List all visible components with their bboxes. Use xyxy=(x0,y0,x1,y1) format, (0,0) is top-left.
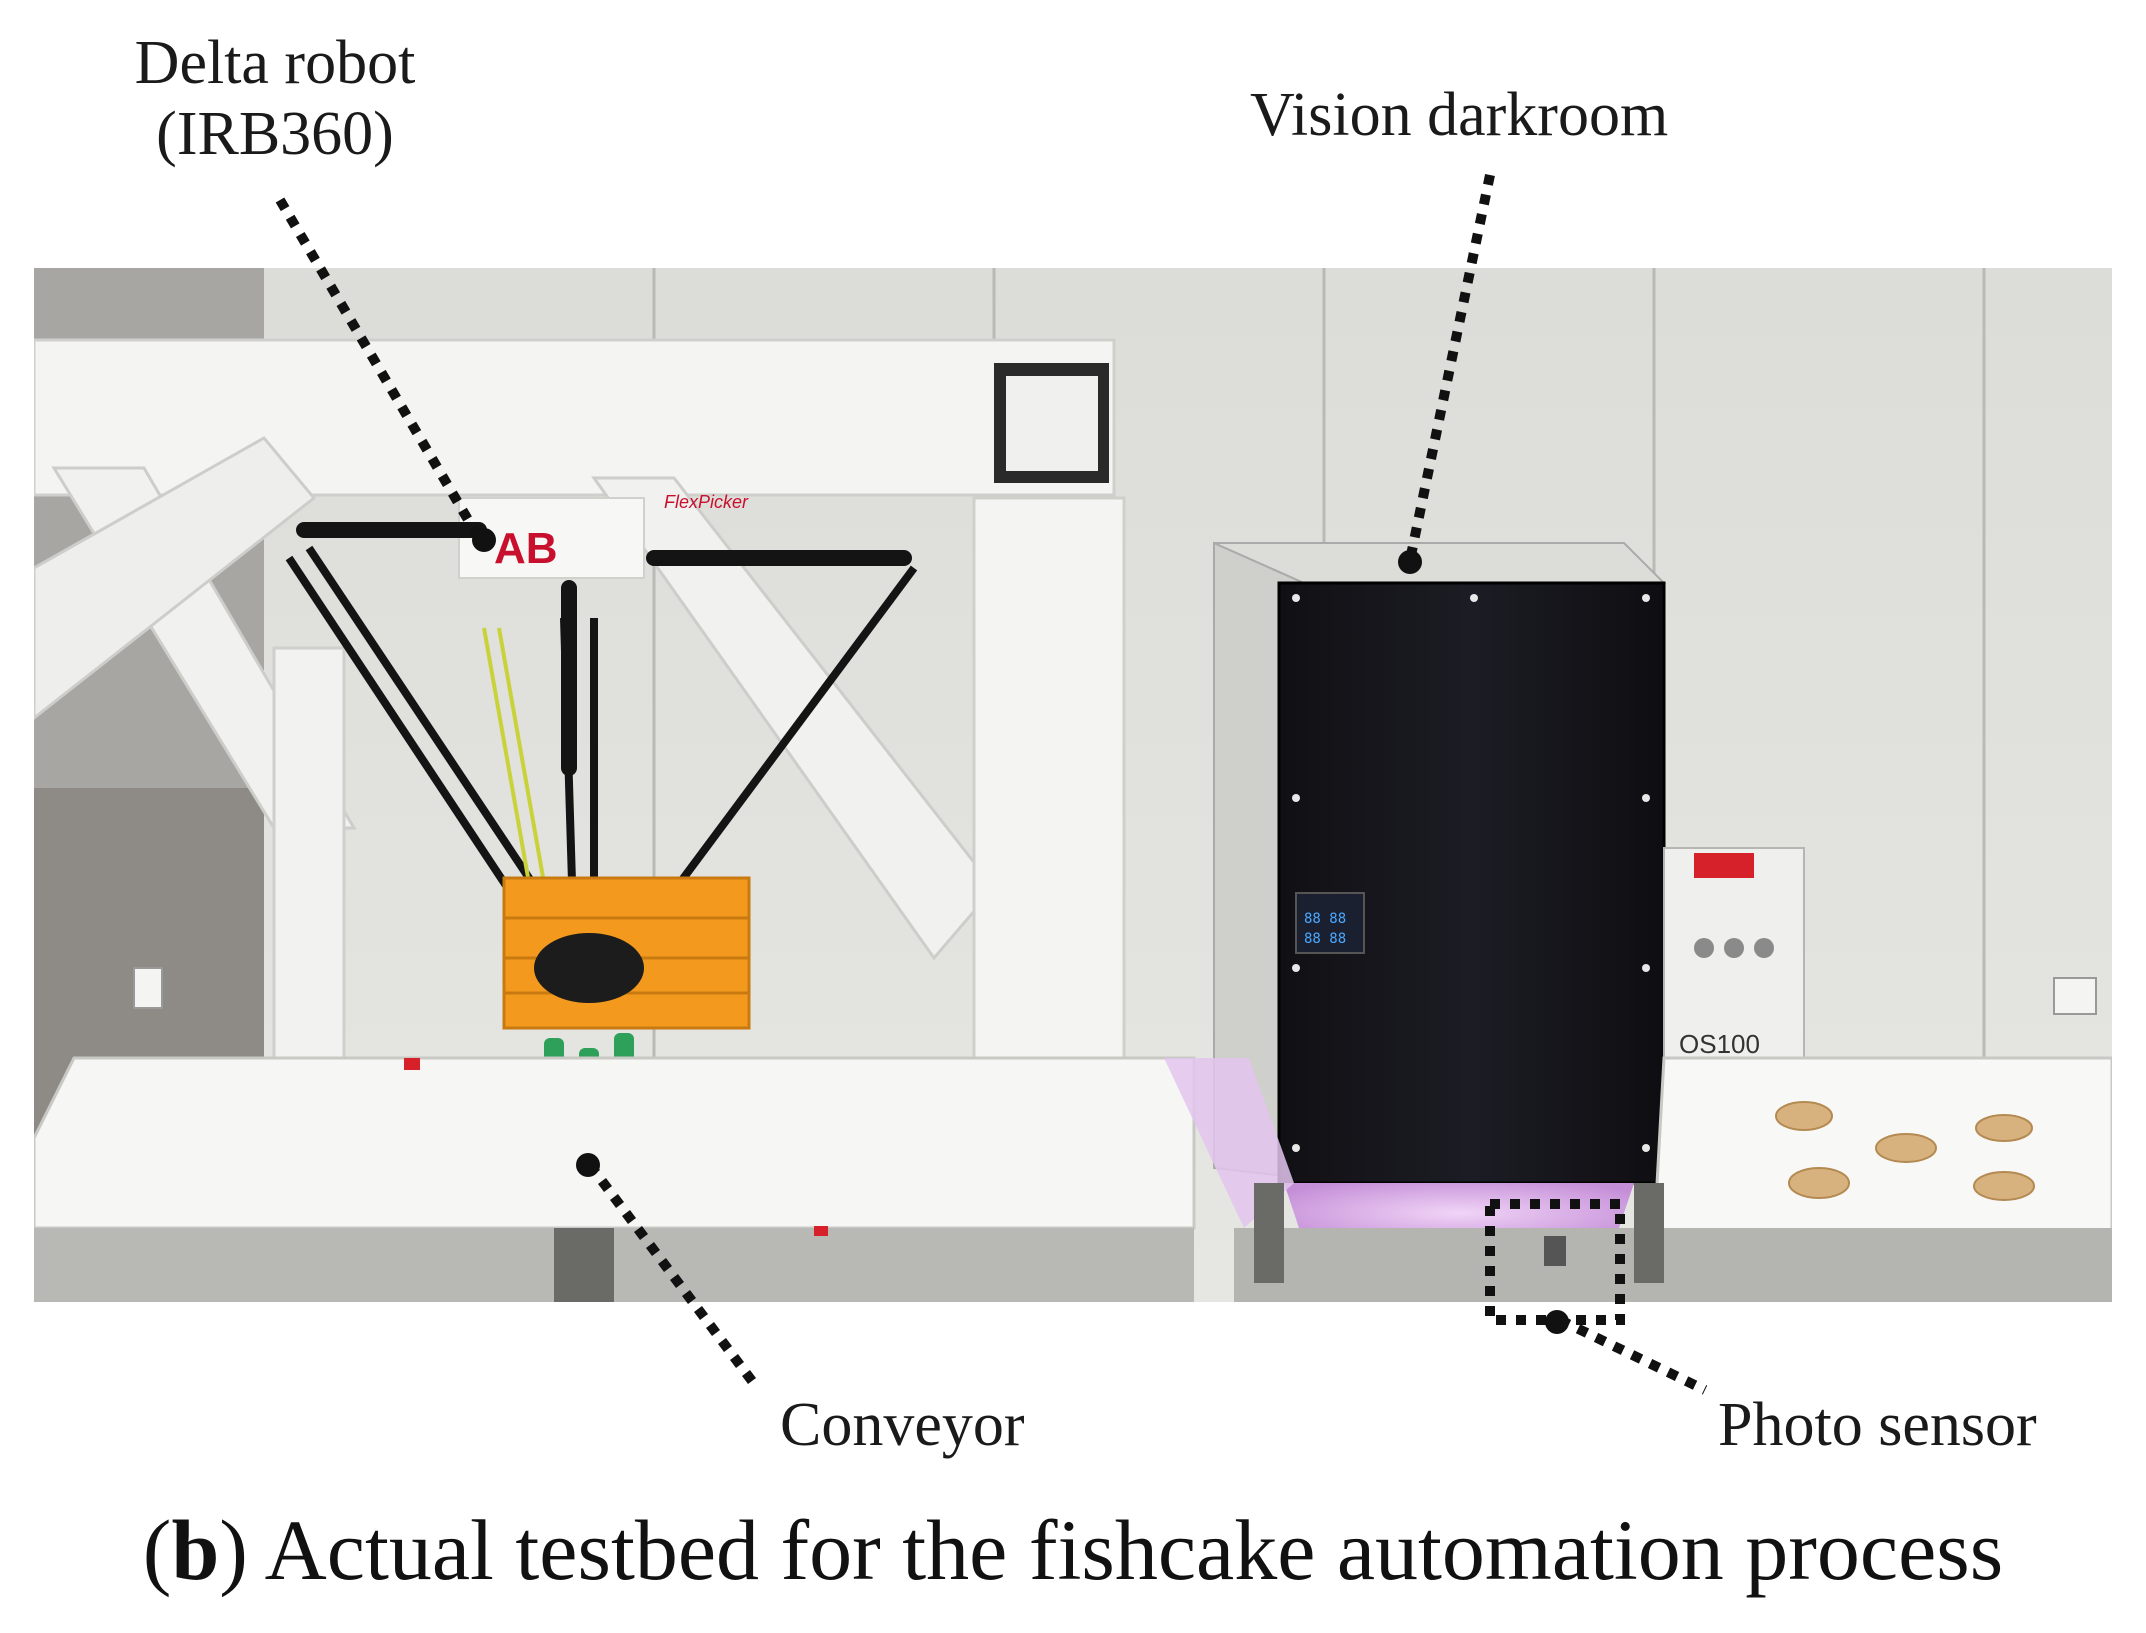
control-display xyxy=(1295,892,1365,954)
leader-conveyor xyxy=(586,1162,759,1388)
label-vision-darkroom: Vision darkroom xyxy=(1250,81,1669,149)
leader-vision-darkroom xyxy=(1405,173,1495,562)
svg-text:88 88: 88 88 xyxy=(1304,931,1346,947)
fishcakes xyxy=(1775,1101,2035,1201)
panel-text: OS100 xyxy=(1679,1029,1760,1059)
photo-sensor xyxy=(1544,1236,1566,1266)
svg-text:AB: AB xyxy=(494,524,558,573)
dot-delta-robot xyxy=(472,528,496,552)
figure-caption: (b) Actual testbed for the fishcake auto… xyxy=(0,1500,2146,1600)
caption-letter: b xyxy=(171,1502,220,1598)
leader-delta-robot xyxy=(275,197,485,543)
label-delta-robot-line1: Delta robot xyxy=(134,29,416,97)
label-delta-robot: Delta robot (IRB360) xyxy=(115,28,435,171)
svg-text:FlexPicker: FlexPicker xyxy=(664,492,749,512)
darkroom-screws xyxy=(1292,594,1650,1152)
label-delta-robot-line2: (IRB360) xyxy=(156,100,394,169)
caption-text: ) Actual testbed for the fishcake automa… xyxy=(219,1502,2004,1598)
dot-vision-darkroom xyxy=(1398,550,1422,574)
caption-open-paren: ( xyxy=(142,1502,172,1598)
svg-text:88 88: 88 88 xyxy=(1304,911,1346,927)
label-conveyor: Conveyor xyxy=(780,1391,1025,1459)
end-effector xyxy=(534,933,644,1003)
leader-photo-sensor xyxy=(1557,1315,1708,1395)
darkroom-front xyxy=(1277,581,1666,1185)
label-photo-sensor: Photo sensor xyxy=(1718,1391,2037,1459)
dot-photo-sensor xyxy=(1545,1310,1569,1334)
photo-sensor-box xyxy=(1485,1199,1625,1325)
dot-conveyor xyxy=(576,1153,600,1177)
testbed-photo: AB FlexPicker xyxy=(34,268,2112,1302)
wall-outlet xyxy=(133,967,163,1009)
